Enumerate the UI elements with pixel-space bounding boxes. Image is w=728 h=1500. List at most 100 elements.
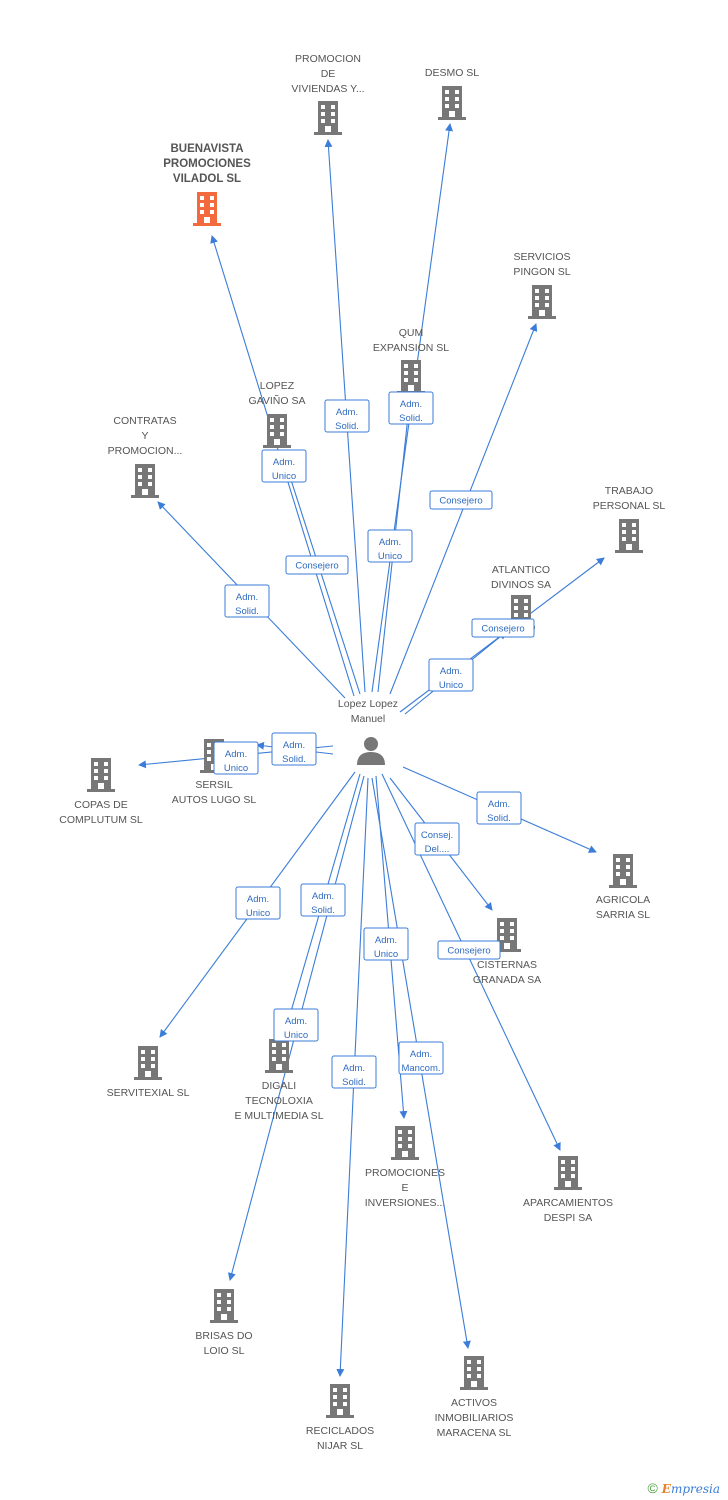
relation-label-text: Solid. — [282, 754, 306, 765]
company-label: PROMOCIONES — [163, 158, 251, 170]
building-icon — [554, 1156, 582, 1190]
relation-label-activos-inmobiliarios[interactable]: Adm. Mancom. — [398, 1041, 444, 1075]
relation-label-servitexial[interactable]: Adm.Unico — [235, 886, 281, 920]
company-label: BUENAVISTA — [170, 143, 243, 155]
relation-label-text: Adm. — [410, 1049, 432, 1060]
company-label: SERVITEXIAL SL — [107, 1087, 190, 1099]
relation-label-text: Adm. — [400, 399, 422, 410]
relation-label-promocion-viviendas[interactable]: Adm.Solid. — [324, 399, 370, 433]
company-label: VILADOL SL — [173, 173, 241, 185]
company-label: SERSIL — [195, 779, 233, 791]
copyright-icon: © — [647, 1480, 658, 1496]
company-node-promociones-inversiones[interactable]: PROMOCIONESEINVERSIONES... — [365, 1126, 446, 1209]
relation-label-sersil[interactable]: Adm. Solid. — [271, 732, 317, 766]
relation-label-text: Unico — [272, 471, 296, 482]
company-label: APARCAMIENTOS — [523, 1197, 613, 1209]
relation-label-text: Unico — [378, 551, 402, 562]
relation-label-brisas-loio[interactable]: Adm.Unico — [273, 1008, 319, 1042]
relation-label-text: Adm. — [312, 891, 334, 902]
person-icon — [364, 737, 378, 751]
relation-label-buenavista[interactable]: Consejero — [285, 555, 349, 575]
relation-label-text: Adm. — [247, 894, 269, 905]
building-icon — [460, 1356, 488, 1390]
relation-label-text: Solid. — [399, 413, 423, 424]
company-label: E MULTIMEDIA SL — [234, 1110, 323, 1122]
relation-label-aparcamientos-despi[interactable]: Consejero — [437, 940, 501, 960]
relation-label-text: Unico — [224, 763, 248, 774]
building-icon — [134, 1046, 162, 1080]
company-node-desmo[interactable]: DESMO SL — [425, 67, 479, 120]
relation-label-lopez-gavino[interactable]: Adm.Unico — [261, 449, 307, 483]
person-name: Lopez Lopez — [338, 698, 398, 710]
relation-label-agricola-sarria[interactable]: Adm.Solid. — [476, 791, 522, 825]
building-icon — [87, 758, 115, 792]
company-node-aparcamientos-despi[interactable]: APARCAMIENTOS DESPI SA — [523, 1156, 613, 1224]
company-label: LOIO SL — [204, 1345, 245, 1357]
person-name: Manuel — [351, 713, 385, 725]
company-label: NIJAR SL — [317, 1440, 363, 1452]
company-label: COPAS DE — [74, 799, 127, 811]
company-node-brisas-loio[interactable]: BRISAS DO LOIO SL — [195, 1289, 253, 1357]
company-label: DESPI SA — [544, 1212, 592, 1224]
relation-label-text: Adm. — [375, 935, 397, 946]
building-icon — [263, 414, 291, 448]
company-label: DESMO SL — [425, 67, 479, 79]
relation-label-copas-complutum[interactable]: Adm. Unico — [213, 741, 259, 775]
relation-label-servicios-pingon[interactable]: Consejero — [429, 490, 493, 510]
company-label: EXPANSION SL — [373, 342, 449, 354]
relation-label-text: Solid. — [235, 606, 259, 617]
company-label: CONTRATAS — [113, 415, 176, 427]
relation-line-aparcamientos-despi — [381, 773, 561, 1151]
relation-label-text: Adm. — [283, 740, 305, 751]
relation-label-qum-expansion[interactable]: Adm. Unico — [367, 529, 413, 563]
relation-label-digali[interactable]: Adm.Solid. — [300, 883, 346, 917]
company-node-contratas[interactable]: CONTRATAS Y PROMOCION... — [108, 415, 183, 498]
company-node-servitexial[interactable]: SERVITEXIAL SL — [107, 1046, 190, 1099]
relation-label-text: Solid. — [342, 1077, 366, 1088]
relation-label-text: Adm. — [285, 1016, 307, 1027]
company-label: BRISAS DO — [195, 1330, 252, 1342]
company-label: DIVINOS SA — [491, 579, 551, 591]
company-label: PINGON SL — [513, 266, 570, 278]
company-label: PERSONAL SL — [593, 500, 666, 512]
relation-label-text: Adm. — [236, 592, 258, 603]
relation-label-atlantico-divinos[interactable]: Adm.Unico — [428, 658, 474, 692]
relation-label-contratas[interactable]: Adm. Solid. — [224, 584, 270, 618]
relation-label-text: Mancom. — [401, 1063, 440, 1074]
relation-label-text: Adm. — [488, 799, 510, 810]
relation-label-text: Adm. — [225, 749, 247, 760]
relation-label-text: Adm. — [379, 537, 401, 548]
building-icon — [265, 1039, 293, 1073]
relation-label-promociones-inversiones[interactable]: Adm. Unico — [363, 927, 409, 961]
company-label: Y — [141, 430, 148, 442]
building-icon — [609, 854, 637, 888]
relation-label-cisternas-granada[interactable]: Consej.Del.... — [414, 822, 460, 856]
relation-label-desmo[interactable]: Adm. Solid. — [388, 391, 434, 425]
relation-label-text: Unico — [374, 949, 398, 960]
relation-label-trabajo-personal[interactable]: Consejero — [471, 618, 535, 638]
relation-label-text: Del.... — [425, 844, 450, 855]
company-label: GAVIÑO SA — [249, 394, 306, 407]
company-label: PROMOCION... — [108, 445, 183, 457]
relation-label-reciclados-nijar[interactable]: Adm.Solid. — [331, 1055, 377, 1089]
company-label: TECNOLOXIA — [245, 1095, 313, 1107]
company-label: INMOBILIARIOS — [435, 1412, 514, 1424]
building-icon — [397, 360, 425, 394]
building-icon — [391, 1126, 419, 1160]
company-node-buenavista[interactable]: BUENAVISTA PROMOCIONES VILADOL SL — [163, 143, 251, 226]
